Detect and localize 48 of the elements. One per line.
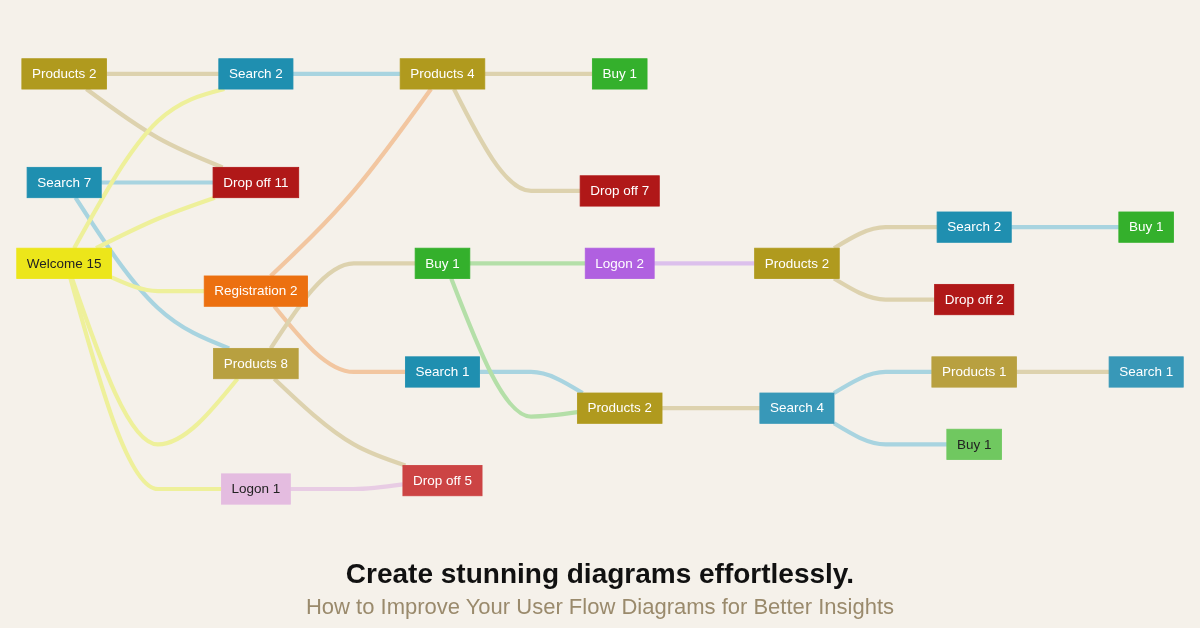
connector	[832, 421, 947, 447]
connector	[654, 260, 755, 265]
node-box: Drop off 5	[402, 464, 483, 496]
connector	[832, 369, 932, 395]
node-box: Products 2	[577, 392, 663, 424]
node-box: Search 7	[26, 166, 102, 198]
node-box: Welcome 15	[16, 247, 112, 279]
node-box: Buy 1	[414, 247, 471, 279]
node-box: Search 4	[759, 392, 835, 424]
connector	[832, 276, 935, 302]
connector	[1016, 369, 1110, 374]
connector	[469, 260, 586, 265]
connector	[101, 179, 214, 185]
node-box: Search 1	[405, 355, 480, 388]
connector	[662, 405, 760, 410]
node-box: Search 2	[218, 57, 294, 89]
node-box: Logon 1	[221, 472, 291, 505]
connector	[292, 71, 401, 76]
node-box: Products 4	[399, 57, 486, 89]
connector	[72, 86, 225, 249]
connector	[484, 71, 593, 76]
connector	[106, 71, 219, 76]
node-box: Buy 1	[1118, 211, 1174, 243]
title: How to Improve Your User Flow Diagrams for Better Insights	[305, 594, 895, 620]
node-box: Logon 2	[584, 247, 655, 279]
node-box: Registration 2	[203, 275, 308, 307]
node-box: Search 1	[1108, 355, 1184, 388]
connector	[70, 277, 240, 447]
connector	[110, 275, 205, 293]
connector	[272, 304, 406, 374]
node-box: Drop off 7	[579, 174, 660, 207]
connector	[68, 277, 222, 491]
node-box: Products 1	[931, 355, 1017, 388]
node-box: Buy 1	[946, 428, 1002, 460]
connector	[449, 277, 578, 419]
caption: Create stunning diagrams effortlessly.	[345, 558, 855, 590]
node-box: Buy 1	[591, 57, 648, 89]
node-box: Drop off 11	[212, 166, 300, 198]
node-box: Products 2	[21, 57, 107, 89]
connector	[479, 369, 584, 395]
connector	[452, 87, 581, 193]
connector	[832, 224, 938, 250]
node-box: Search 2	[936, 211, 1012, 243]
node-box: Drop off 2	[934, 283, 1015, 315]
node-box: Products 8	[213, 347, 299, 379]
connector	[290, 481, 404, 491]
node-box: Products 2	[754, 247, 840, 279]
connector	[1011, 224, 1119, 229]
